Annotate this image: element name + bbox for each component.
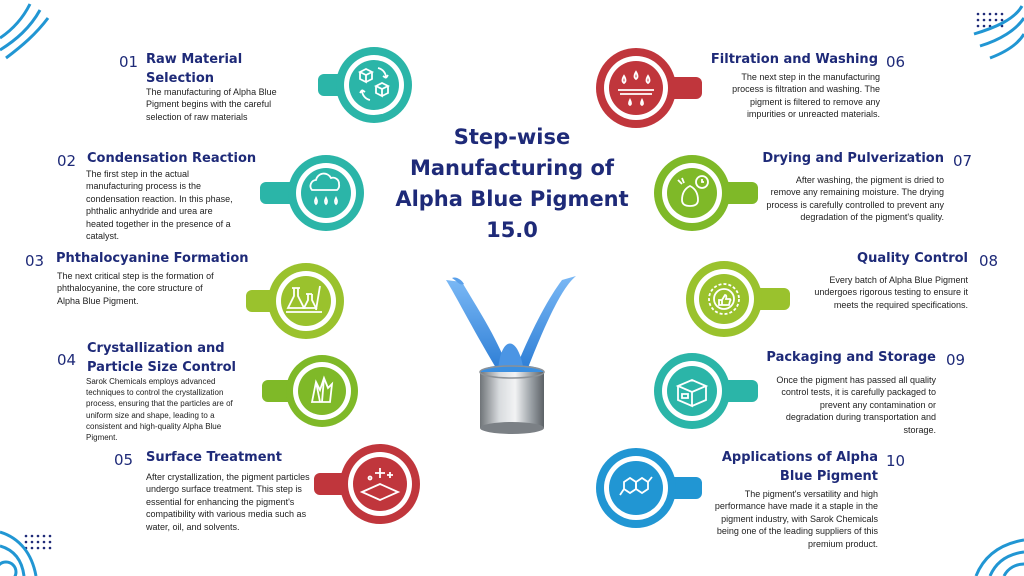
cloud-rain-icon [260, 155, 364, 231]
step-08-heading: Quality Control [857, 251, 968, 266]
step-09-heading: Packaging and Storage [766, 350, 936, 365]
step-09-number: 09 [946, 351, 966, 369]
step-10-number: 10 [886, 452, 906, 470]
step-06-number: 06 [886, 53, 906, 71]
step-05-description: After crystallization, the pigment parti… [146, 472, 310, 532]
step-04-number: 04 [57, 351, 77, 369]
step-07-number: 07 [953, 152, 973, 170]
step-02-number: 02 [57, 152, 77, 170]
page-title: Step-wise Manufacturing of Alpha Blue Pi… [395, 125, 629, 242]
step-06-description: The next step in the manufacturing proce… [732, 72, 880, 120]
paint-can-illustration [446, 276, 576, 434]
step-03-heading: Phthalocyanine Formation [56, 251, 249, 266]
cubes-cycle-icon [318, 47, 412, 123]
step-09-description: Once the pigment has passed all quality … [776, 375, 936, 435]
filter-drops-icon [596, 48, 702, 128]
step-01-description: The manufacturing of Alpha Blue Pigment … [146, 87, 277, 122]
step-08-number: 08 [979, 252, 999, 270]
step-05-heading: Surface Treatment [146, 450, 282, 465]
step-10-description: The pigment's versatility and high perfo… [714, 489, 878, 549]
step-05-number: 05 [114, 451, 134, 469]
surface-sparkle-icon [314, 444, 420, 524]
package-box-icon [654, 353, 758, 429]
step-04-heading: Crystallization and Particle Size Contro… [87, 341, 237, 375]
lab-flasks-icon [246, 263, 344, 339]
corner-swirl-bottom-left [0, 530, 52, 576]
step-07-heading: Drying and Pulverization [762, 151, 944, 166]
quality-badge-icon [686, 261, 790, 337]
drying-timer-icon [654, 155, 758, 231]
step-02-heading: Condensation Reaction [87, 151, 257, 166]
step-10-heading: Applications of Alpha Blue Pigment [721, 450, 878, 484]
step-03-description: The next critical step is the formation … [57, 271, 214, 306]
step-08-description: Every batch of Alpha Blue Pigment underg… [814, 275, 968, 310]
step-07-description: After washing, the pigment is dried to r… [766, 175, 944, 223]
step-04-description: Sarok Chemicals employs advanced techniq… [86, 377, 233, 443]
step-03-number: 03 [25, 252, 45, 270]
crystal-icon [262, 355, 358, 427]
step-02-description: The first step in the actual manufacturi… [86, 169, 233, 242]
step-06-heading: Filtration and Washing [710, 52, 878, 67]
molecule-icon [596, 448, 702, 528]
corner-swirl-bottom-right [974, 538, 1024, 576]
corner-swirl-top-left [0, 3, 50, 60]
corner-swirl-top-right [973, 5, 1024, 60]
step-01-number: 01 [119, 53, 139, 71]
step-01-heading: Raw Material Selection [146, 52, 243, 86]
